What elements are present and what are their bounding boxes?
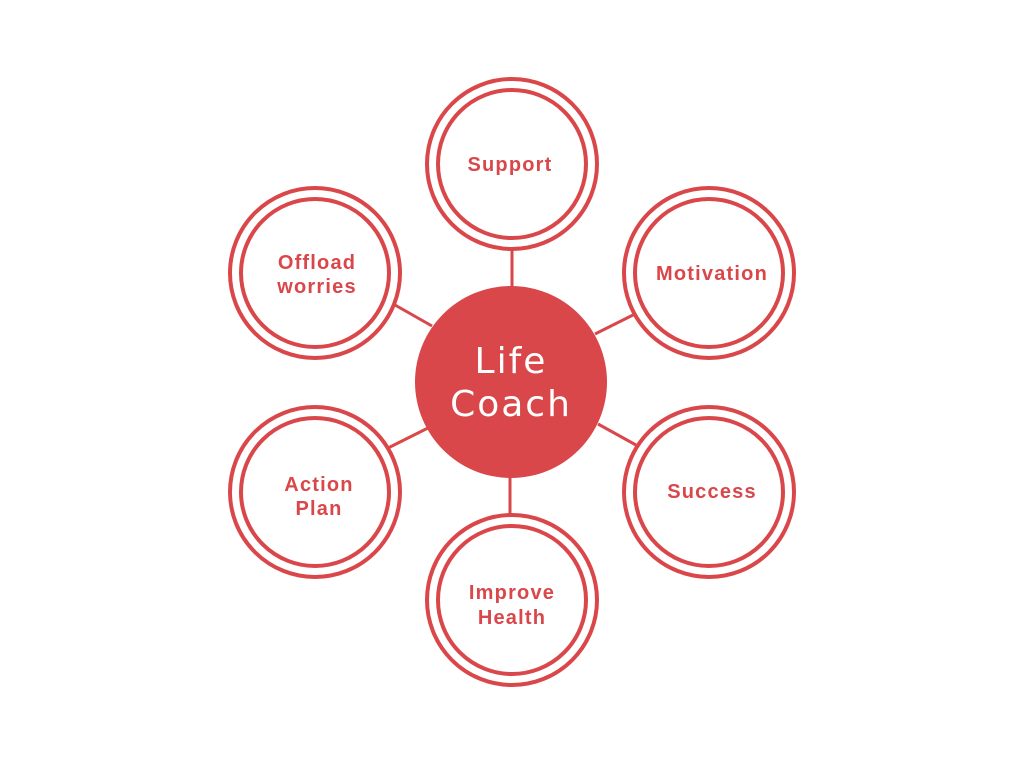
outer-ring — [622, 186, 796, 360]
inner-ring — [633, 197, 785, 349]
inner-ring — [239, 197, 391, 349]
node-motivation: Motivation — [622, 186, 796, 360]
node-label-line-2: Plan — [295, 498, 342, 520]
node-offload-worries: Offload worries — [228, 186, 402, 360]
node-success: Success — [622, 405, 796, 579]
node-label-line-2: worries — [276, 276, 357, 298]
center-label-line-2: Coach — [450, 384, 572, 425]
inner-ring — [436, 524, 588, 676]
outer-ring — [425, 77, 599, 251]
inner-ring — [633, 416, 785, 568]
connector-success — [597, 422, 637, 447]
outer-ring — [228, 186, 402, 360]
node-label: Motivation — [656, 263, 768, 285]
node-action-plan: Action Plan — [228, 405, 402, 579]
connector-action-plan — [387, 426, 429, 450]
node-label: Success — [667, 481, 757, 503]
outer-ring — [228, 405, 402, 579]
center-label-line-1: Life — [475, 341, 548, 382]
center-node: Life Coach — [415, 286, 607, 478]
center-circle — [415, 286, 607, 478]
outer-ring — [622, 405, 796, 579]
node-label-line-1: Offload — [278, 252, 356, 274]
node-support: Support — [425, 77, 599, 251]
node-label-line-1: Action — [284, 474, 353, 496]
node-improve-health: Improve Health — [425, 513, 599, 687]
node-label-line-1: Improve — [469, 582, 555, 604]
connector-offload-worries — [394, 303, 433, 328]
node-label: Support — [467, 154, 552, 176]
inner-ring — [239, 416, 391, 568]
outer-ring — [425, 513, 599, 687]
connector-motivation — [594, 313, 634, 336]
inner-ring — [436, 88, 588, 240]
node-label-line-2: Health — [478, 607, 546, 629]
connectors — [387, 250, 637, 516]
